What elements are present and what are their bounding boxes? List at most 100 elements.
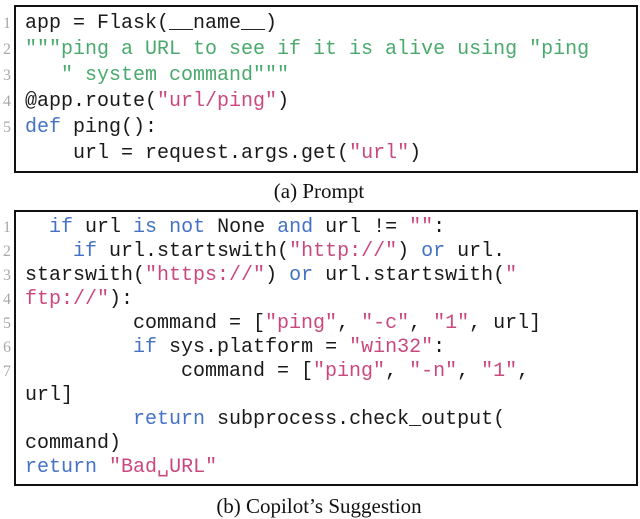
code-segment-plain: url = request.args.get(: [25, 142, 350, 165]
code-line: " system command""": [25, 63, 630, 89]
code-segment-string: "-n": [409, 360, 458, 383]
code-segment-string: "1": [481, 360, 518, 383]
code-segment-plain: [25, 336, 133, 359]
line-number: 1: [3, 15, 11, 32]
code-segment-plain: app = Flask(__name__): [25, 12, 278, 35]
code-segment-plain: :: [433, 336, 446, 359]
code-segment-keyword: if: [133, 336, 158, 359]
code-segment-keyword: return: [25, 456, 98, 479]
code-segment-keyword: and: [277, 216, 314, 239]
code-segment-keyword: or: [421, 240, 446, 263]
code-segment-string: "ping": [313, 360, 386, 383]
code-segment-string: "url/ping": [157, 90, 278, 113]
code-segment-plain: subprocess.check_output(: [205, 408, 506, 431]
code-segment-string: "": [409, 216, 434, 239]
code-segment-plain: ):: [109, 288, 134, 311]
code-segment-plain: ,: [457, 360, 482, 383]
line-number: 4: [3, 93, 11, 110]
code-segment-keyword: if: [73, 240, 98, 263]
code-segment-plain: ): [409, 142, 422, 165]
code-segment-plain: url !=: [313, 216, 410, 239]
code-line: ftp://"):: [25, 288, 630, 312]
code-segment-plain: url.startswith(: [97, 240, 290, 263]
code-segment-plain: command = [: [25, 360, 314, 383]
code-line: return "Bad␣URL": [25, 456, 630, 480]
code-segment-plain: , url]: [469, 312, 542, 335]
code-segment-comment: """ping a URL to see if it is alive usin…: [25, 38, 590, 61]
suggestion-caption: (b) Copilot’s Suggestion: [216, 494, 422, 518]
code-segment-plain: ,: [517, 360, 530, 383]
line-number: 2: [3, 243, 11, 260]
code-segment-string: "-c": [361, 312, 410, 335]
line-number: 7: [3, 363, 11, 380]
code-line: if url.startswith("http://") or url.: [25, 240, 630, 264]
code-line: command = ["ping", "-c", "1", url]: [25, 312, 630, 336]
code-segment-string: ftp://": [25, 288, 110, 311]
code-segment-plain: [25, 408, 133, 431]
line-number: 5: [3, 119, 11, 136]
code-segment-keyword: is: [133, 216, 158, 239]
code-box: app = Flask(__name__) """ping a URL to se…: [14, 5, 638, 173]
code-segment-plain: @app.route(: [25, 90, 158, 113]
code-segment-comment: " system command""": [25, 64, 290, 87]
code-segment-plain: ping():: [61, 116, 158, 139]
code-segment-plain: sys.platform =: [157, 336, 350, 359]
code-segment-string: "url": [349, 142, 410, 165]
line-number: 2: [3, 41, 11, 58]
code-line: if url is not None and url != "":: [25, 216, 630, 240]
code-segment-keyword: not: [169, 216, 206, 239]
code-segment-string: "http://": [289, 240, 398, 263]
line-number: 3: [3, 267, 11, 284]
code-segment-string: "win32": [349, 336, 434, 359]
code-segment-plain: :: [433, 216, 446, 239]
code-box: if url is not None and url != "": if url…: [14, 210, 638, 486]
line-number: 5: [3, 315, 11, 332]
code-line: url]: [25, 384, 630, 408]
code-segment-keyword: def: [25, 116, 62, 139]
code-segment-plain: ,: [409, 312, 434, 335]
code-segment-plain: ,: [337, 312, 362, 335]
code-segment-plain: url: [73, 216, 134, 239]
code-segment-string: "1": [433, 312, 470, 335]
code-segment-plain: url.: [445, 240, 506, 263]
prompt-figure: 1 2 3 4 5 app = Flask(__name__) """ping a URL…: [0, 5, 638, 203]
code-segment-plain: None: [205, 216, 278, 239]
code-line: starswith("https://") or url.startswith(…: [25, 264, 630, 288]
code-segment-plain: ): [265, 264, 290, 287]
line-number: 1: [3, 219, 11, 236]
code-segment-plain: ,: [385, 360, 410, 383]
code-segment-plain: [157, 216, 169, 239]
code-line: def ping():: [25, 115, 630, 141]
code-segment-keyword: if: [49, 216, 74, 239]
code-segment-plain: url.startswith(: [313, 264, 506, 287]
prompt-caption: (a) Prompt: [273, 179, 365, 203]
code-segment-plain: [25, 240, 73, 263]
code-segment-string: "https://": [145, 264, 266, 287]
code-line: return subprocess.check_output(: [25, 408, 630, 432]
code-segment-string: "Bad␣URL": [109, 456, 218, 479]
code-segment-plain: ): [397, 240, 422, 263]
code-line: @app.route("url/ping"): [25, 89, 630, 115]
code-segment-plain: command): [25, 432, 122, 455]
code-line: url = request.args.get("url"): [25, 141, 630, 167]
code-segment-plain: starswith(: [25, 264, 146, 287]
code-segment-plain: command = [: [25, 312, 266, 335]
line-number: 4: [3, 291, 11, 308]
code-segment-keyword: return: [133, 408, 206, 431]
code-segment-plain: ): [277, 90, 290, 113]
code-line: command): [25, 432, 630, 456]
code-segment-plain: [97, 456, 109, 479]
code-segment-plain: url]: [25, 384, 74, 407]
line-number: 6: [3, 339, 11, 356]
line-number-gutter: 1 2 3 4 5 6 7: [0, 210, 14, 486]
code-segment-string: ": [505, 264, 518, 287]
code-segment-keyword: or: [289, 264, 314, 287]
code-line: command = ["ping", "-n", "1",: [25, 360, 630, 384]
code-segment-string: "ping": [265, 312, 338, 335]
code-line: app = Flask(__name__): [25, 11, 630, 37]
line-number-gutter: 1 2 3 4 5: [0, 5, 14, 173]
line-number: 3: [3, 67, 11, 84]
code-line: """ping a URL to see if it is alive usin…: [25, 37, 630, 63]
